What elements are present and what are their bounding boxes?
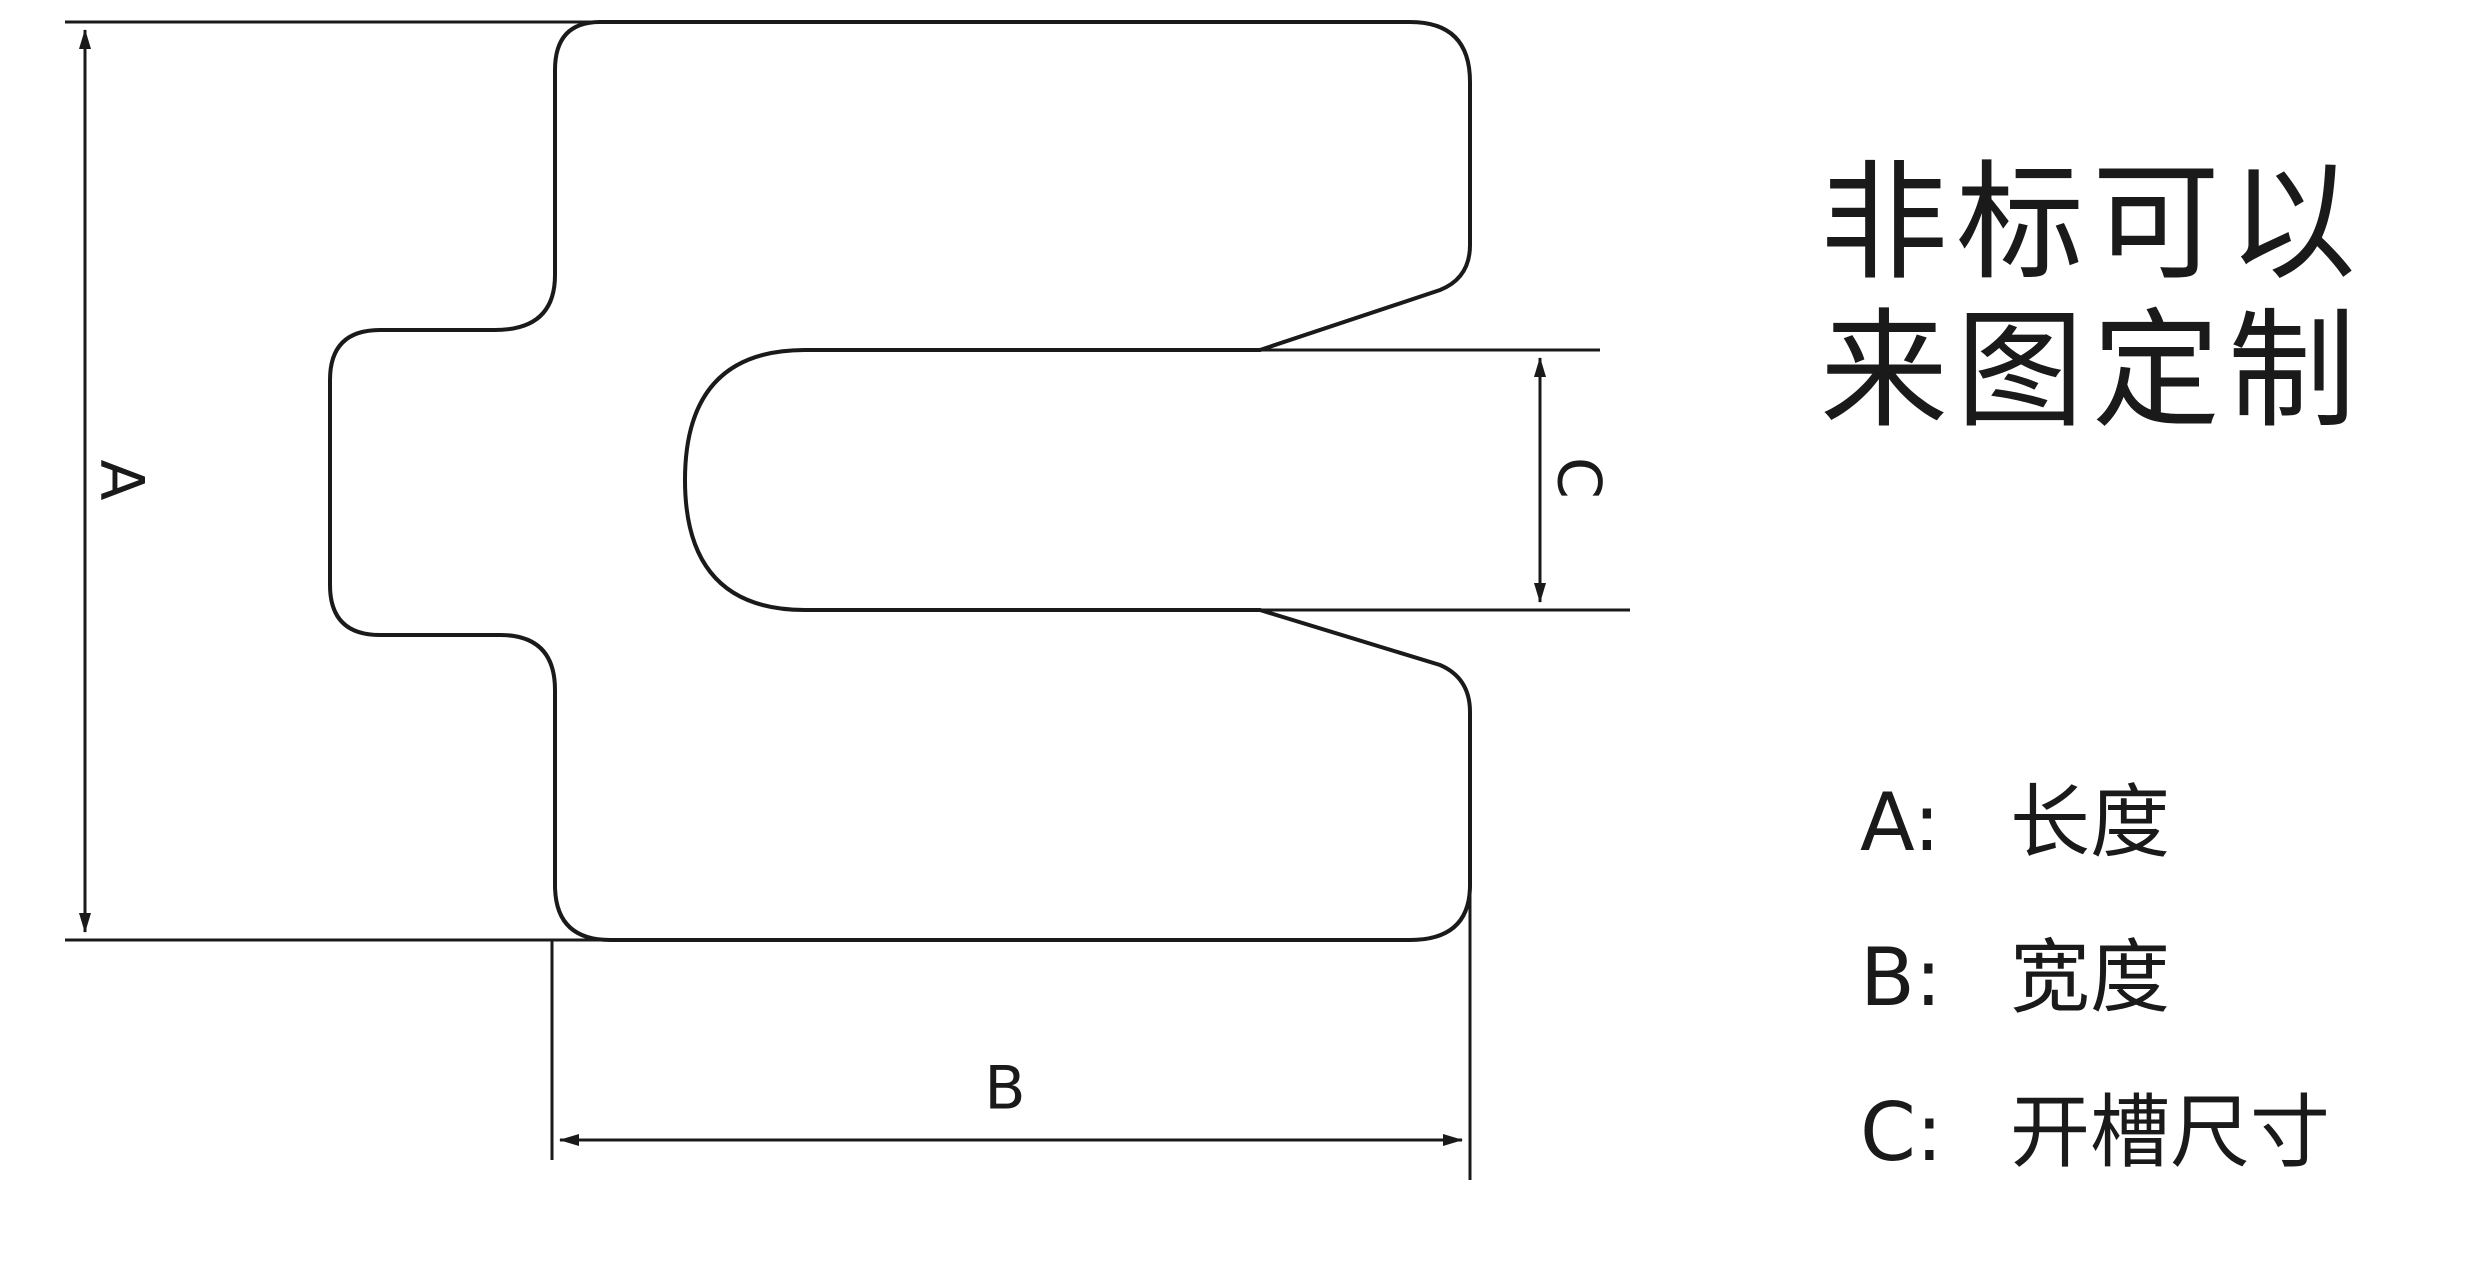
legend-row-a: A: 长度 bbox=[1860, 745, 2330, 900]
legend-key: A: bbox=[1860, 776, 1941, 869]
dimension-legend: A: 长度 B: 宽度 C: 开槽尺寸 bbox=[1860, 745, 2330, 1210]
legend-label: 宽度 bbox=[2010, 931, 2170, 1024]
dimension-a-label: A bbox=[86, 459, 156, 500]
legend-row-c: C: 开槽尺寸 bbox=[1860, 1055, 2330, 1210]
shim-outline bbox=[328, 20, 1472, 942]
legend-key: C: bbox=[1860, 1086, 1943, 1179]
custom-order-title: 非标可以 来图定制 bbox=[1820, 150, 2364, 446]
dimension-c-label: C bbox=[1543, 457, 1613, 499]
title-line-1: 非标可以 bbox=[1820, 149, 2365, 298]
legend-row-b: B: 宽度 bbox=[1860, 900, 2330, 1055]
title-line-2: 来图定制 bbox=[1820, 297, 2365, 446]
legend-key: B: bbox=[1860, 931, 1942, 1024]
dimension-b-label: B bbox=[984, 1054, 1025, 1124]
legend-label: 开槽尺寸 bbox=[2010, 1086, 2330, 1179]
legend-label: 长度 bbox=[2010, 776, 2170, 869]
